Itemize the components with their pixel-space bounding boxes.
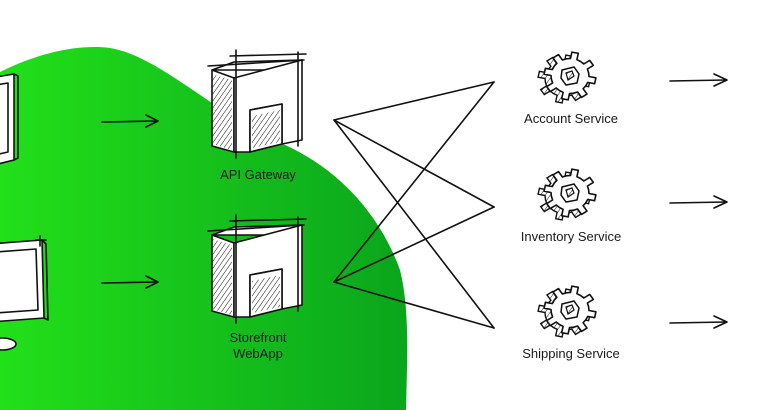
shipping-service-label: Shipping Service — [522, 346, 620, 361]
gear-hub-hole — [565, 304, 575, 315]
gear-hub-hole — [565, 70, 575, 81]
client-monitor-icon-bottom — [0, 235, 49, 351]
arrow-shipping-service-out — [669, 315, 728, 329]
arrow-inventory-service-out — [669, 195, 728, 209]
api-gateway-building-icon — [207, 49, 307, 159]
gear-hub-hole — [565, 187, 575, 198]
green-blob-background — [0, 47, 408, 410]
account-service-gear-icon — [537, 51, 597, 104]
storefront-label-line2: WebApp — [233, 346, 283, 361]
connection-lines — [333, 81, 495, 329]
client-monitor-icon-top — [0, 73, 19, 165]
api-gateway-label: API Gateway — [220, 167, 296, 182]
storefront-label-line1: Storefront — [229, 330, 287, 345]
arrow-client-to-storefront — [101, 275, 159, 289]
storefront-webapp-label: Storefront WebApp — [198, 330, 318, 362]
inventory-service-gear-icon — [537, 168, 597, 221]
shipping-service-gear-icon — [537, 285, 597, 338]
account-service-label: Account Service — [524, 111, 618, 126]
inventory-service-label: Inventory Service — [520, 229, 622, 244]
arrow-account-service-out — [669, 73, 728, 87]
storefront-webapp-building-icon — [207, 214, 307, 324]
arrow-client-to-api-gateway — [101, 114, 159, 128]
